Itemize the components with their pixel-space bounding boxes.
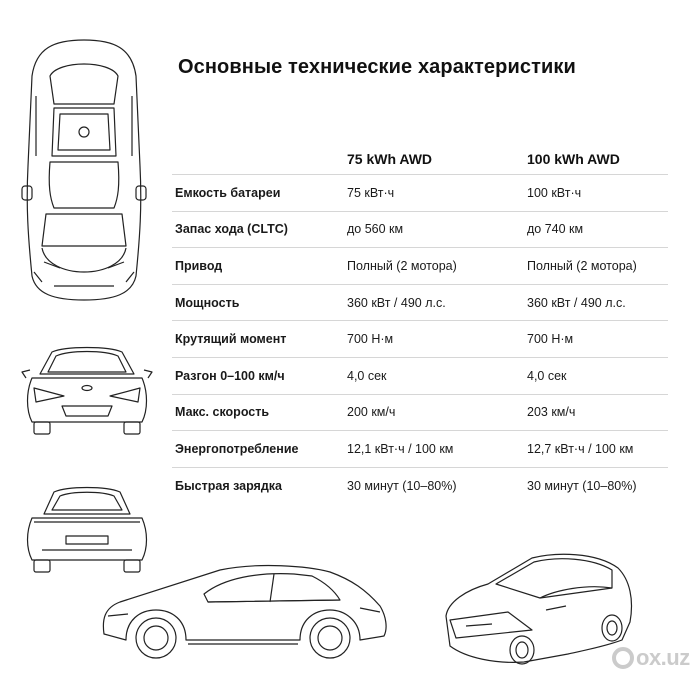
row-value-75kwh: Полный (2 мотора)	[347, 247, 527, 285]
table-row: Привод Полный (2 мотора) Полный (2 мотор…	[172, 247, 668, 285]
row-label: Макс. скорость	[172, 394, 347, 432]
row-value-100kwh: Полный (2 мотора)	[527, 247, 668, 285]
brand-watermark-text: ox.uz	[636, 645, 690, 671]
row-value-75kwh: 12,1 кВт·ч / 100 км	[347, 430, 527, 468]
row-value-75kwh: до 560 км	[347, 211, 527, 249]
table-row: Энергопотребление 12,1 кВт·ч / 100 км 12…	[172, 430, 668, 468]
column-header-100kwh: 100 kWh AWD	[527, 144, 668, 175]
row-value-75kwh: 700 Н·м	[347, 320, 527, 358]
row-label: Емкость батареи	[172, 174, 347, 212]
table-row: Крутящий момент 700 Н·м 700 Н·м	[172, 320, 668, 358]
row-value-100kwh: 360 кВт / 490 л.с.	[527, 284, 668, 322]
row-value-100kwh: 203 км/ч	[527, 394, 668, 432]
table-row: Запас хода (CLTC) до 560 км до 740 км	[172, 211, 668, 249]
column-header-75kwh: 75 kWh AWD	[347, 144, 527, 175]
car-top-view-drawing	[14, 36, 154, 306]
row-value-75kwh: 200 км/ч	[347, 394, 527, 432]
row-label: Разгон 0–100 км/ч	[172, 357, 347, 395]
table-row: Разгон 0–100 км/ч 4,0 сек 4,0 сек	[172, 357, 668, 395]
table-row: Емкость батареи 75 кВт·ч 100 кВт·ч	[172, 174, 668, 212]
table-row: Макс. скорость 200 км/ч 203 км/ч	[172, 394, 668, 432]
row-label: Запас хода (CLTC)	[172, 211, 347, 249]
row-value-100kwh: 4,0 сек	[527, 357, 668, 395]
table-row: Быстрая зарядка 30 минут (10–80%) 30 мин…	[172, 467, 668, 503]
row-label: Крутящий момент	[172, 320, 347, 358]
row-value-75kwh: 4,0 сек	[347, 357, 527, 395]
row-value-100kwh: 12,7 кВт·ч / 100 км	[527, 430, 668, 468]
car-front-view-drawing	[21, 344, 153, 438]
row-value-75kwh: 30 минут (10–80%)	[347, 478, 457, 493]
row-value-100kwh: 100 кВт·ч	[527, 174, 668, 212]
row-label: Мощность	[172, 284, 347, 322]
brand-logo-icon	[612, 647, 634, 670]
page-title: Основные технические характеристики	[178, 56, 576, 78]
table-row: Мощность 360 кВт / 490 л.с. 360 кВт / 49…	[172, 284, 668, 322]
row-value-75kwh: 75 кВт·ч	[347, 174, 527, 212]
row-label: Энергопотребление	[172, 430, 347, 468]
row-value-100kwh: 700 Н·м	[527, 320, 668, 358]
table-header-row: 75 kWh AWD 100 kWh AWD	[172, 144, 668, 175]
row-label: Быстрая зарядка	[175, 478, 282, 493]
car-rear-view-drawing	[22, 484, 152, 576]
brand-watermark: ox.uz	[612, 644, 690, 671]
car-three-quarter-view-drawing	[436, 550, 638, 670]
car-side-view-drawing	[98, 560, 390, 660]
row-value-100kwh: 30 минут (10–80%)	[527, 478, 637, 493]
row-value-75kwh: 360 кВт / 490 л.с.	[347, 284, 527, 322]
spec-table: 75 kWh AWD 100 kWh AWD Емкость батареи 7…	[172, 144, 668, 503]
column-header-empty	[172, 144, 347, 175]
row-value-100kwh: до 740 км	[527, 211, 668, 249]
row-label: Привод	[172, 247, 347, 285]
